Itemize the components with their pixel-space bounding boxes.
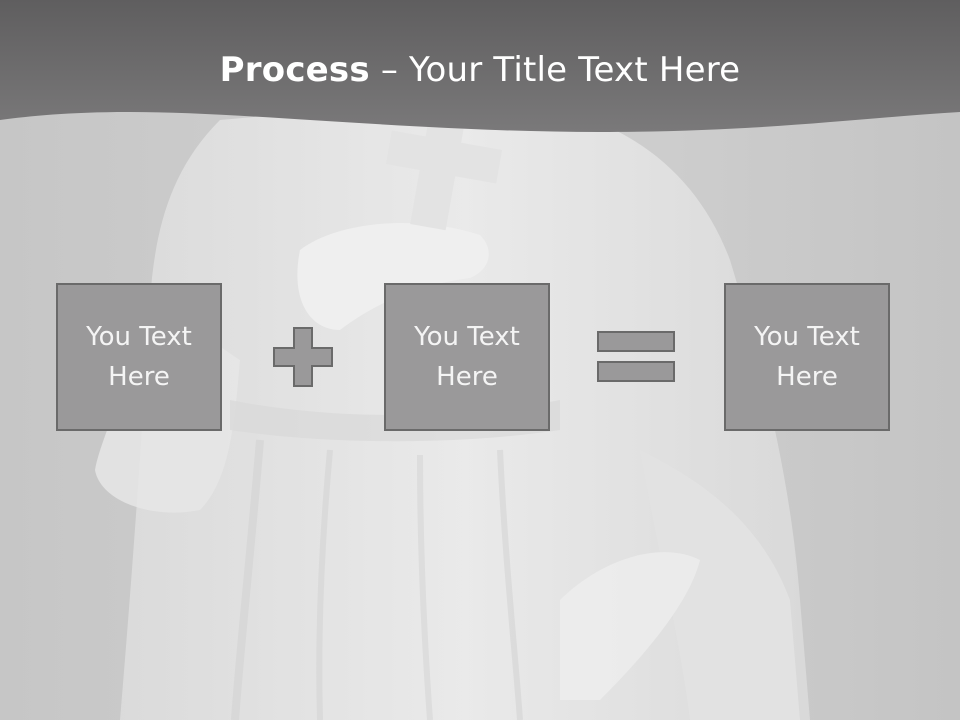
title-header-band: [0, 0, 960, 132]
title-bold-part: Process: [219, 50, 370, 90]
equals-icon: [597, 331, 675, 382]
process-box-3[interactable]: You Text Here: [724, 283, 890, 431]
process-box-1-text: You Text Here: [86, 322, 192, 392]
title-separator: –: [369, 50, 410, 90]
process-box-1[interactable]: You Text Here: [56, 283, 222, 431]
process-box-2-text: You Text Here: [414, 322, 520, 392]
title-rest: Your Title Text Here: [409, 50, 741, 90]
plus-icon: [273, 327, 333, 387]
process-box-2[interactable]: You Text Here: [384, 283, 550, 431]
slide-title: Process – Your Title Text Here: [0, 50, 960, 90]
process-box-3-text: You Text Here: [754, 322, 860, 392]
